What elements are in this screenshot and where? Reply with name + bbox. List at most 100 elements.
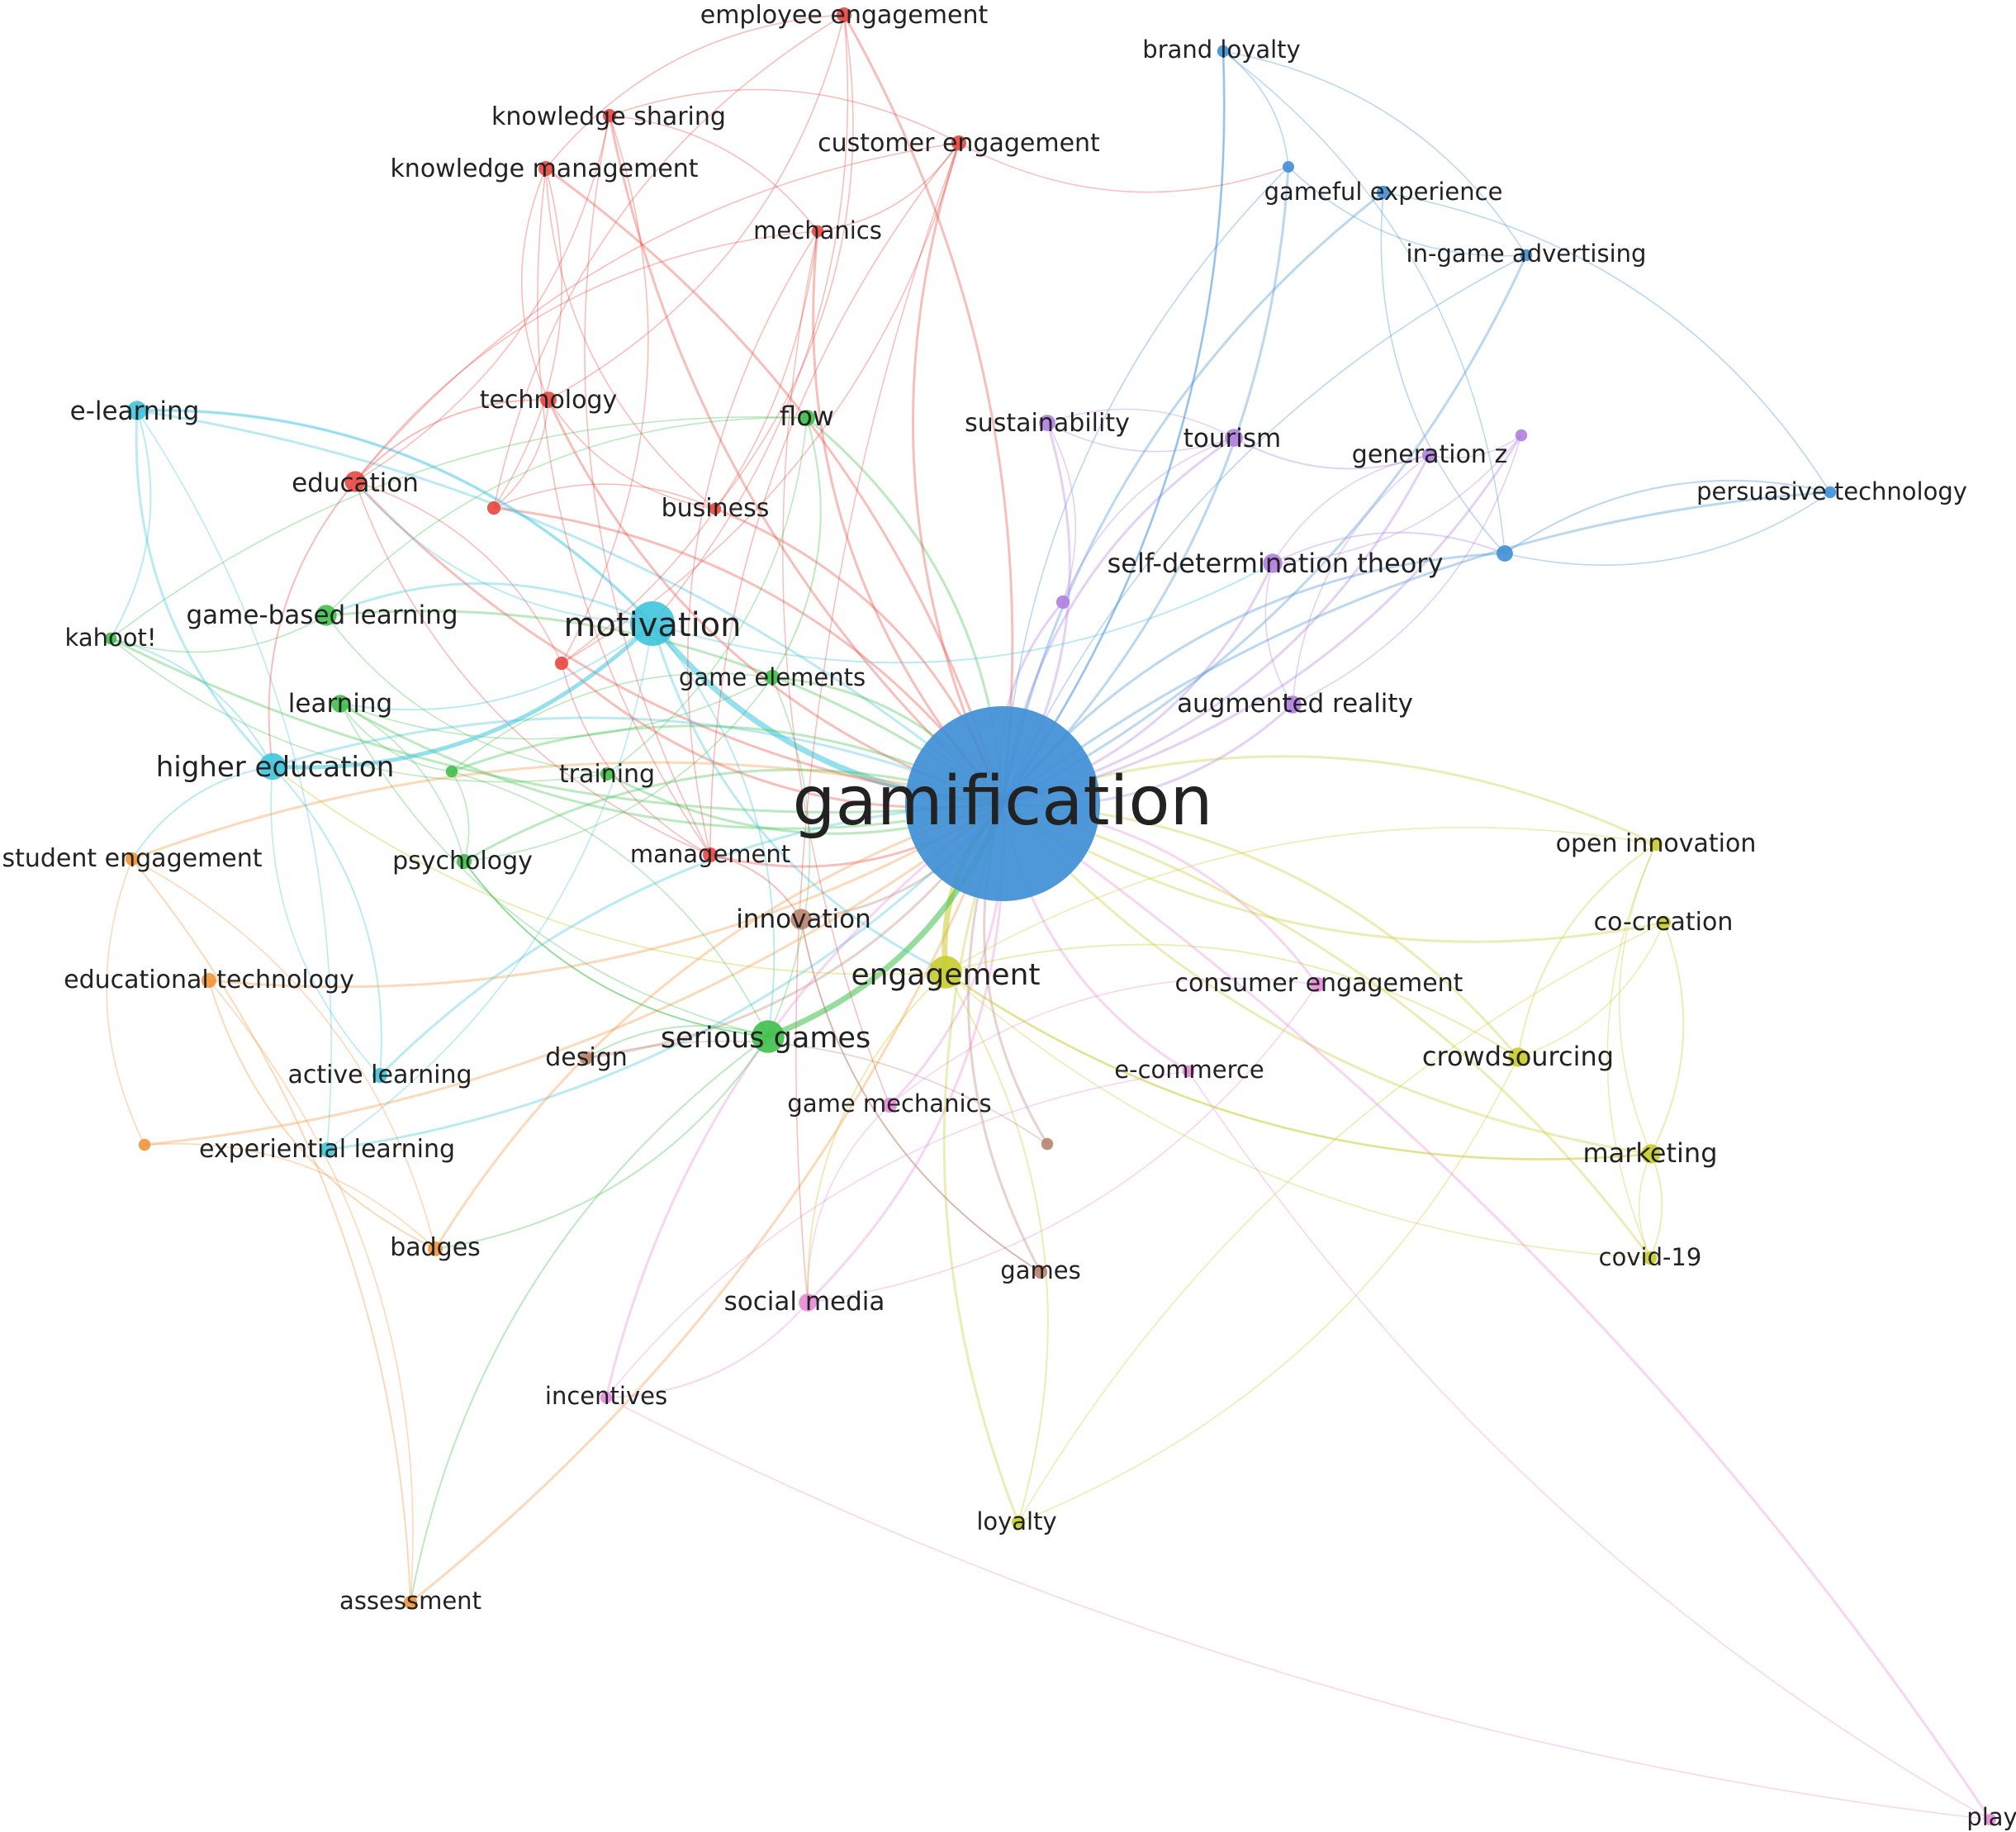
node-knowledge-sharing[interactable]	[602, 108, 617, 123]
node-generation-z[interactable]	[1421, 448, 1436, 463]
label-incentives: incentives	[545, 1382, 667, 1410]
edge-in-game-advertising-brand-loyalty	[1222, 50, 1527, 256]
edge-motivation-e-learning	[136, 408, 654, 625]
node-design[interactable]	[579, 1051, 594, 1066]
node-tourism[interactable]	[1225, 429, 1243, 447]
edge-incentives-play	[605, 1397, 1991, 1820]
label-badges: badges	[390, 1233, 481, 1262]
node-u-red-2[interactable]	[554, 656, 569, 671]
edge-augmented-reality-generation-z	[1292, 454, 1430, 705]
edge-open-innovation-covid-19	[1606, 843, 1657, 1259]
node-game-elements[interactable]	[765, 670, 780, 685]
edge-serious-games-learning	[339, 703, 769, 1037]
node-play[interactable]	[1985, 1814, 1996, 1825]
node-customer-engagement[interactable]	[951, 135, 966, 150]
node-u-orange-1[interactable]	[138, 1138, 151, 1151]
node-u-green-1[interactable]	[445, 765, 458, 778]
edge-learning-u-green-1	[339, 703, 453, 772]
node-experiential-learning[interactable]	[320, 1142, 334, 1157]
node-active-learning[interactable]	[372, 1068, 387, 1083]
node-crowdsourcing[interactable]	[1508, 1047, 1528, 1067]
node-education[interactable]	[344, 471, 366, 492]
edge-incentives-e-commerce	[605, 1070, 1189, 1398]
node-augmented-reality[interactable]	[1283, 695, 1302, 714]
node-learning[interactable]	[331, 695, 349, 713]
label-experiential-learning: experiential learning	[199, 1135, 455, 1164]
edge-technology-employee-engagement	[548, 14, 845, 401]
node-loyalty[interactable]	[1011, 1515, 1026, 1530]
node-technology[interactable]	[540, 392, 557, 408]
node-innovation[interactable]	[790, 909, 812, 930]
edge-gamification-in-game-advertising	[1002, 254, 1527, 804]
node-u-brown-1[interactable]	[1041, 1137, 1054, 1151]
node-consumer-engagement[interactable]	[1310, 977, 1325, 992]
edge-customer-engagement-mechanics	[817, 142, 960, 232]
edge-student-engagement-u-orange-1	[106, 858, 145, 1146]
edge-customer-engagement-management	[709, 142, 960, 856]
node-marketing[interactable]	[1641, 1144, 1661, 1164]
edge-education-mechanics	[354, 230, 818, 482]
label-in-game-advertising: in-game advertising	[1406, 240, 1647, 268]
label-customer-engagement: customer engagement	[818, 129, 1100, 158]
node-motivation[interactable]	[630, 601, 675, 646]
node-knowledge-management[interactable]	[538, 161, 553, 176]
node-psychology[interactable]	[457, 854, 472, 869]
node-game-mechanics[interactable]	[882, 1098, 897, 1113]
node-u-red-1[interactable]	[486, 501, 501, 515]
node-self-determination-theory[interactable]	[1263, 553, 1283, 573]
node-incentives[interactable]	[600, 1391, 613, 1404]
edge-marketing-covid-19	[1638, 1153, 1652, 1259]
node-assessment[interactable]	[403, 1595, 418, 1610]
node-u-blue-1[interactable]	[1497, 545, 1513, 562]
node-higher-education[interactable]	[259, 752, 287, 781]
edge-brand-loyalty-u-blue-1	[1222, 50, 1506, 554]
edge-gameful-experience-u-blue-1	[1380, 192, 1506, 554]
edge-persuasive-technology-gameful-experience	[1383, 192, 1831, 493]
node-game-based-learning[interactable]	[315, 605, 337, 626]
node-u-purple-1[interactable]	[1055, 595, 1070, 610]
node-training[interactable]	[600, 766, 614, 781]
node-brand-loyalty[interactable]	[1217, 45, 1230, 58]
node-engagement[interactable]	[929, 956, 962, 989]
label-flow: flow	[780, 401, 834, 432]
edge-crowdsourcing-loyalty	[1017, 1056, 1519, 1523]
node-kahoot[interactable]	[104, 632, 117, 645]
node-educational-technology[interactable]	[202, 973, 216, 988]
node-serious-games[interactable]	[752, 1020, 785, 1053]
node-persuasive-technology[interactable]	[1824, 486, 1837, 499]
edge-engagement-open-innovation	[945, 826, 1657, 973]
node-business[interactable]	[709, 502, 722, 515]
edge-motivation-experiential-learning	[326, 623, 653, 1151]
node-e-commerce[interactable]	[1182, 1065, 1195, 1078]
node-games[interactable]	[1033, 1265, 1048, 1279]
node-covid-19[interactable]	[1643, 1251, 1658, 1265]
edge-incentives-social-media	[605, 1302, 809, 1398]
node-management[interactable]	[703, 847, 718, 862]
edge-gamification-employee-engagement	[842, 14, 1014, 804]
label-innovation: innovation	[736, 904, 871, 934]
node-mechanics[interactable]	[811, 225, 824, 238]
node-gamification[interactable]	[905, 706, 1100, 901]
node-u-purple-2[interactable]	[1515, 429, 1528, 442]
edge-gamification-knowledge-management	[545, 167, 1004, 804]
node-sustainability[interactable]	[1039, 415, 1055, 431]
node-employee-engagement[interactable]	[837, 7, 851, 22]
node-badges[interactable]	[428, 1241, 443, 1256]
label-crowdsourcing: crowdsourcing	[1422, 1041, 1614, 1072]
node-flow[interactable]	[799, 410, 815, 426]
edge-engagement-covid-19	[945, 971, 1651, 1259]
node-co-creation[interactable]	[1657, 915, 1672, 930]
edge-knowledge-sharing-mechanics	[609, 115, 818, 232]
edge-knowledge-management-u-red-1	[493, 168, 562, 509]
node-u-blue-2[interactable]	[1283, 161, 1294, 173]
edge-marketing-open-innovation	[1618, 843, 1657, 1155]
node-in-game-advertising[interactable]	[1520, 249, 1533, 262]
node-gameful-experience[interactable]	[1376, 185, 1391, 200]
node-student-engagement[interactable]	[125, 852, 140, 866]
edge-higher-education-e-learning	[135, 410, 274, 768]
network-edges	[106, 14, 1992, 1820]
label-games: games	[1000, 1256, 1080, 1284]
node-e-learning[interactable]	[127, 401, 147, 420]
node-open-innovation[interactable]	[1648, 837, 1663, 852]
node-social-media[interactable]	[799, 1293, 817, 1312]
